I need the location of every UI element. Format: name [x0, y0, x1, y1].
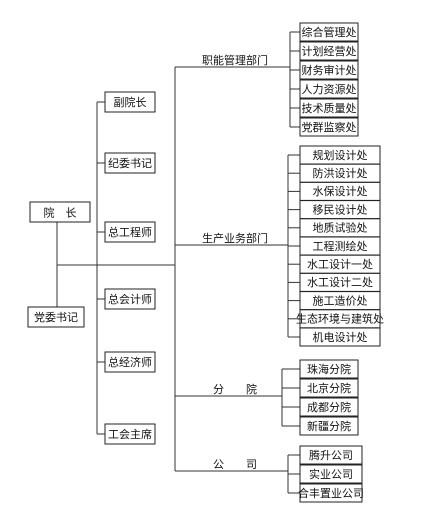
unit-box-0-5-border: [299, 117, 359, 137]
unit-box-1-1: 防洪设计处: [299, 163, 381, 183]
leader-box-5: 工会主席: [104, 423, 156, 445]
unit-box-3-2: 合丰置业公司: [298, 483, 364, 503]
leader-box-3: 总会计师: [104, 288, 156, 310]
unit-box-1-6: 水工设计一处: [299, 254, 381, 274]
unit-box-0-3-border: [299, 79, 359, 99]
unit-box-1-8: 施工造价处: [299, 291, 381, 311]
unit-box-1-7: 水工设计二处: [299, 272, 381, 292]
leader-box-0-label: 副院长: [114, 95, 147, 109]
unit-box-2-1: 北京分院: [299, 378, 359, 398]
department-label-0: 职能管理部门: [202, 53, 268, 67]
leader-box-1-label: 纪委书记: [108, 157, 152, 170]
unit-box-2-2-border: [299, 397, 359, 417]
unit-box-1-1-label: 防洪设计处: [313, 166, 368, 180]
unit-box-0-0-label: 综合管理处: [302, 25, 357, 39]
leader-box-2-border: [104, 221, 156, 243]
party-secretary-box-border: [27, 306, 85, 328]
unit-box-3-1-border: [299, 464, 363, 484]
unit-box-1-4-label: 地质试验处: [313, 221, 368, 235]
unit-box-0-0-border: [299, 22, 359, 42]
unit-box-1-2-label: 水保设计处: [313, 184, 368, 198]
leader-box-2: 总工程师: [104, 221, 156, 243]
unit-box-0-2-label: 财务审计处: [302, 63, 357, 77]
leader-box-5-border: [104, 423, 156, 445]
unit-box-0-3: 人力资源处: [299, 79, 359, 99]
leader-box-0: 副院长: [104, 91, 156, 113]
department-label-3: 公 司: [213, 458, 257, 471]
leader-box-3-label: 总会计师: [108, 292, 152, 306]
unit-box-1-10-border: [299, 327, 381, 347]
unit-box-0-4-border: [299, 98, 359, 118]
unit-box-1-3-label: 移民设计处: [313, 203, 368, 216]
unit-box-0-5-label: 党群监察处: [302, 120, 357, 134]
unit-box-3-2-border: [299, 483, 363, 503]
unit-box-3-1: 实业公司: [299, 464, 363, 484]
unit-box-3-1-label: 实业公司: [309, 467, 353, 481]
party-secretary-box: 党委书记: [27, 306, 85, 328]
unit-box-1-10-label: 机电设计处: [313, 330, 368, 344]
unit-box-2-3: 新疆分院: [299, 416, 359, 436]
unit-box-2-0-label: 珠海分院: [307, 362, 351, 376]
unit-box-0-1-label: 计划经营处: [302, 44, 357, 58]
leader-box-0-border: [104, 91, 156, 113]
leader-box-4-border: [104, 351, 156, 373]
unit-box-1-9-label: 生态环境与建筑处: [296, 312, 384, 326]
unit-box-2-2: 成都分院: [299, 397, 359, 417]
unit-box-0-2-border: [299, 60, 359, 80]
unit-box-2-3-label: 新疆分院: [307, 419, 351, 433]
unit-box-0-3-label: 人力资源处: [302, 82, 357, 96]
leader-box-5-label: 工会主席: [108, 427, 152, 441]
unit-box-1-4: 地质试验处: [299, 218, 381, 238]
leader-box-1-border: [104, 152, 156, 174]
unit-box-1-2: 水保设计处: [299, 181, 381, 201]
unit-box-3-0-border: [299, 445, 363, 465]
connector-lines: [56, 31, 300, 494]
unit-box-2-0-border: [299, 359, 359, 379]
unit-box-1-0: 规划设计处: [299, 145, 381, 165]
leader-box-2-label: 总工程师: [108, 225, 152, 239]
unit-box-1-5-label: 工程测绘处: [313, 239, 368, 253]
unit-box-1-9: 生态环境与建筑处: [296, 309, 384, 329]
unit-box-2-2-label: 成都分院: [307, 400, 351, 414]
unit-box-0-0: 综合管理处: [299, 22, 359, 42]
unit-box-3-0: 腾升公司: [299, 445, 363, 465]
unit-box-1-3: 移民设计处: [299, 200, 381, 220]
unit-box-2-1-label: 北京分院: [307, 381, 351, 395]
unit-box-1-5: 工程测绘处: [299, 236, 381, 256]
unit-box-1-0-label: 规划设计处: [313, 148, 368, 162]
unit-box-0-1-border: [299, 41, 359, 61]
unit-box-0-4-label: 技术质量处: [302, 102, 357, 115]
unit-box-3-0-label: 腾升公司: [309, 448, 353, 462]
department-label-1: 生产业务部门: [202, 231, 268, 245]
president-box-border: [29, 201, 91, 223]
president-box-label: 院 长: [44, 206, 77, 220]
party-secretary-box-label: 党委书记: [34, 311, 78, 324]
unit-box-0-5: 党群监察处: [299, 117, 359, 137]
unit-box-2-1-border: [299, 378, 359, 398]
unit-box-1-10: 机电设计处: [299, 327, 381, 347]
unit-box-0-4: 技术质量处: [299, 98, 359, 118]
unit-box-2-0: 珠海分院: [299, 359, 359, 379]
unit-box-1-8-label: 施工造价处: [313, 293, 368, 307]
president-box: 院 长: [29, 201, 91, 223]
department-label-2: 分 院: [213, 382, 257, 396]
unit-box-1-6-label: 水工设计一处: [307, 258, 373, 271]
unit-box-3-2-label: 合丰置业公司: [298, 486, 364, 500]
leader-box-4: 总经济师: [104, 351, 156, 373]
leader-box-1: 纪委书记: [104, 152, 156, 174]
leader-box-3-border: [104, 288, 156, 310]
unit-box-0-2: 财务审计处: [299, 60, 359, 80]
unit-box-1-7-label: 水工设计二处: [307, 276, 373, 289]
unit-box-0-1: 计划经营处: [299, 41, 359, 61]
unit-box-2-3-border: [299, 416, 359, 436]
leader-box-4-label: 总经济师: [108, 355, 152, 369]
